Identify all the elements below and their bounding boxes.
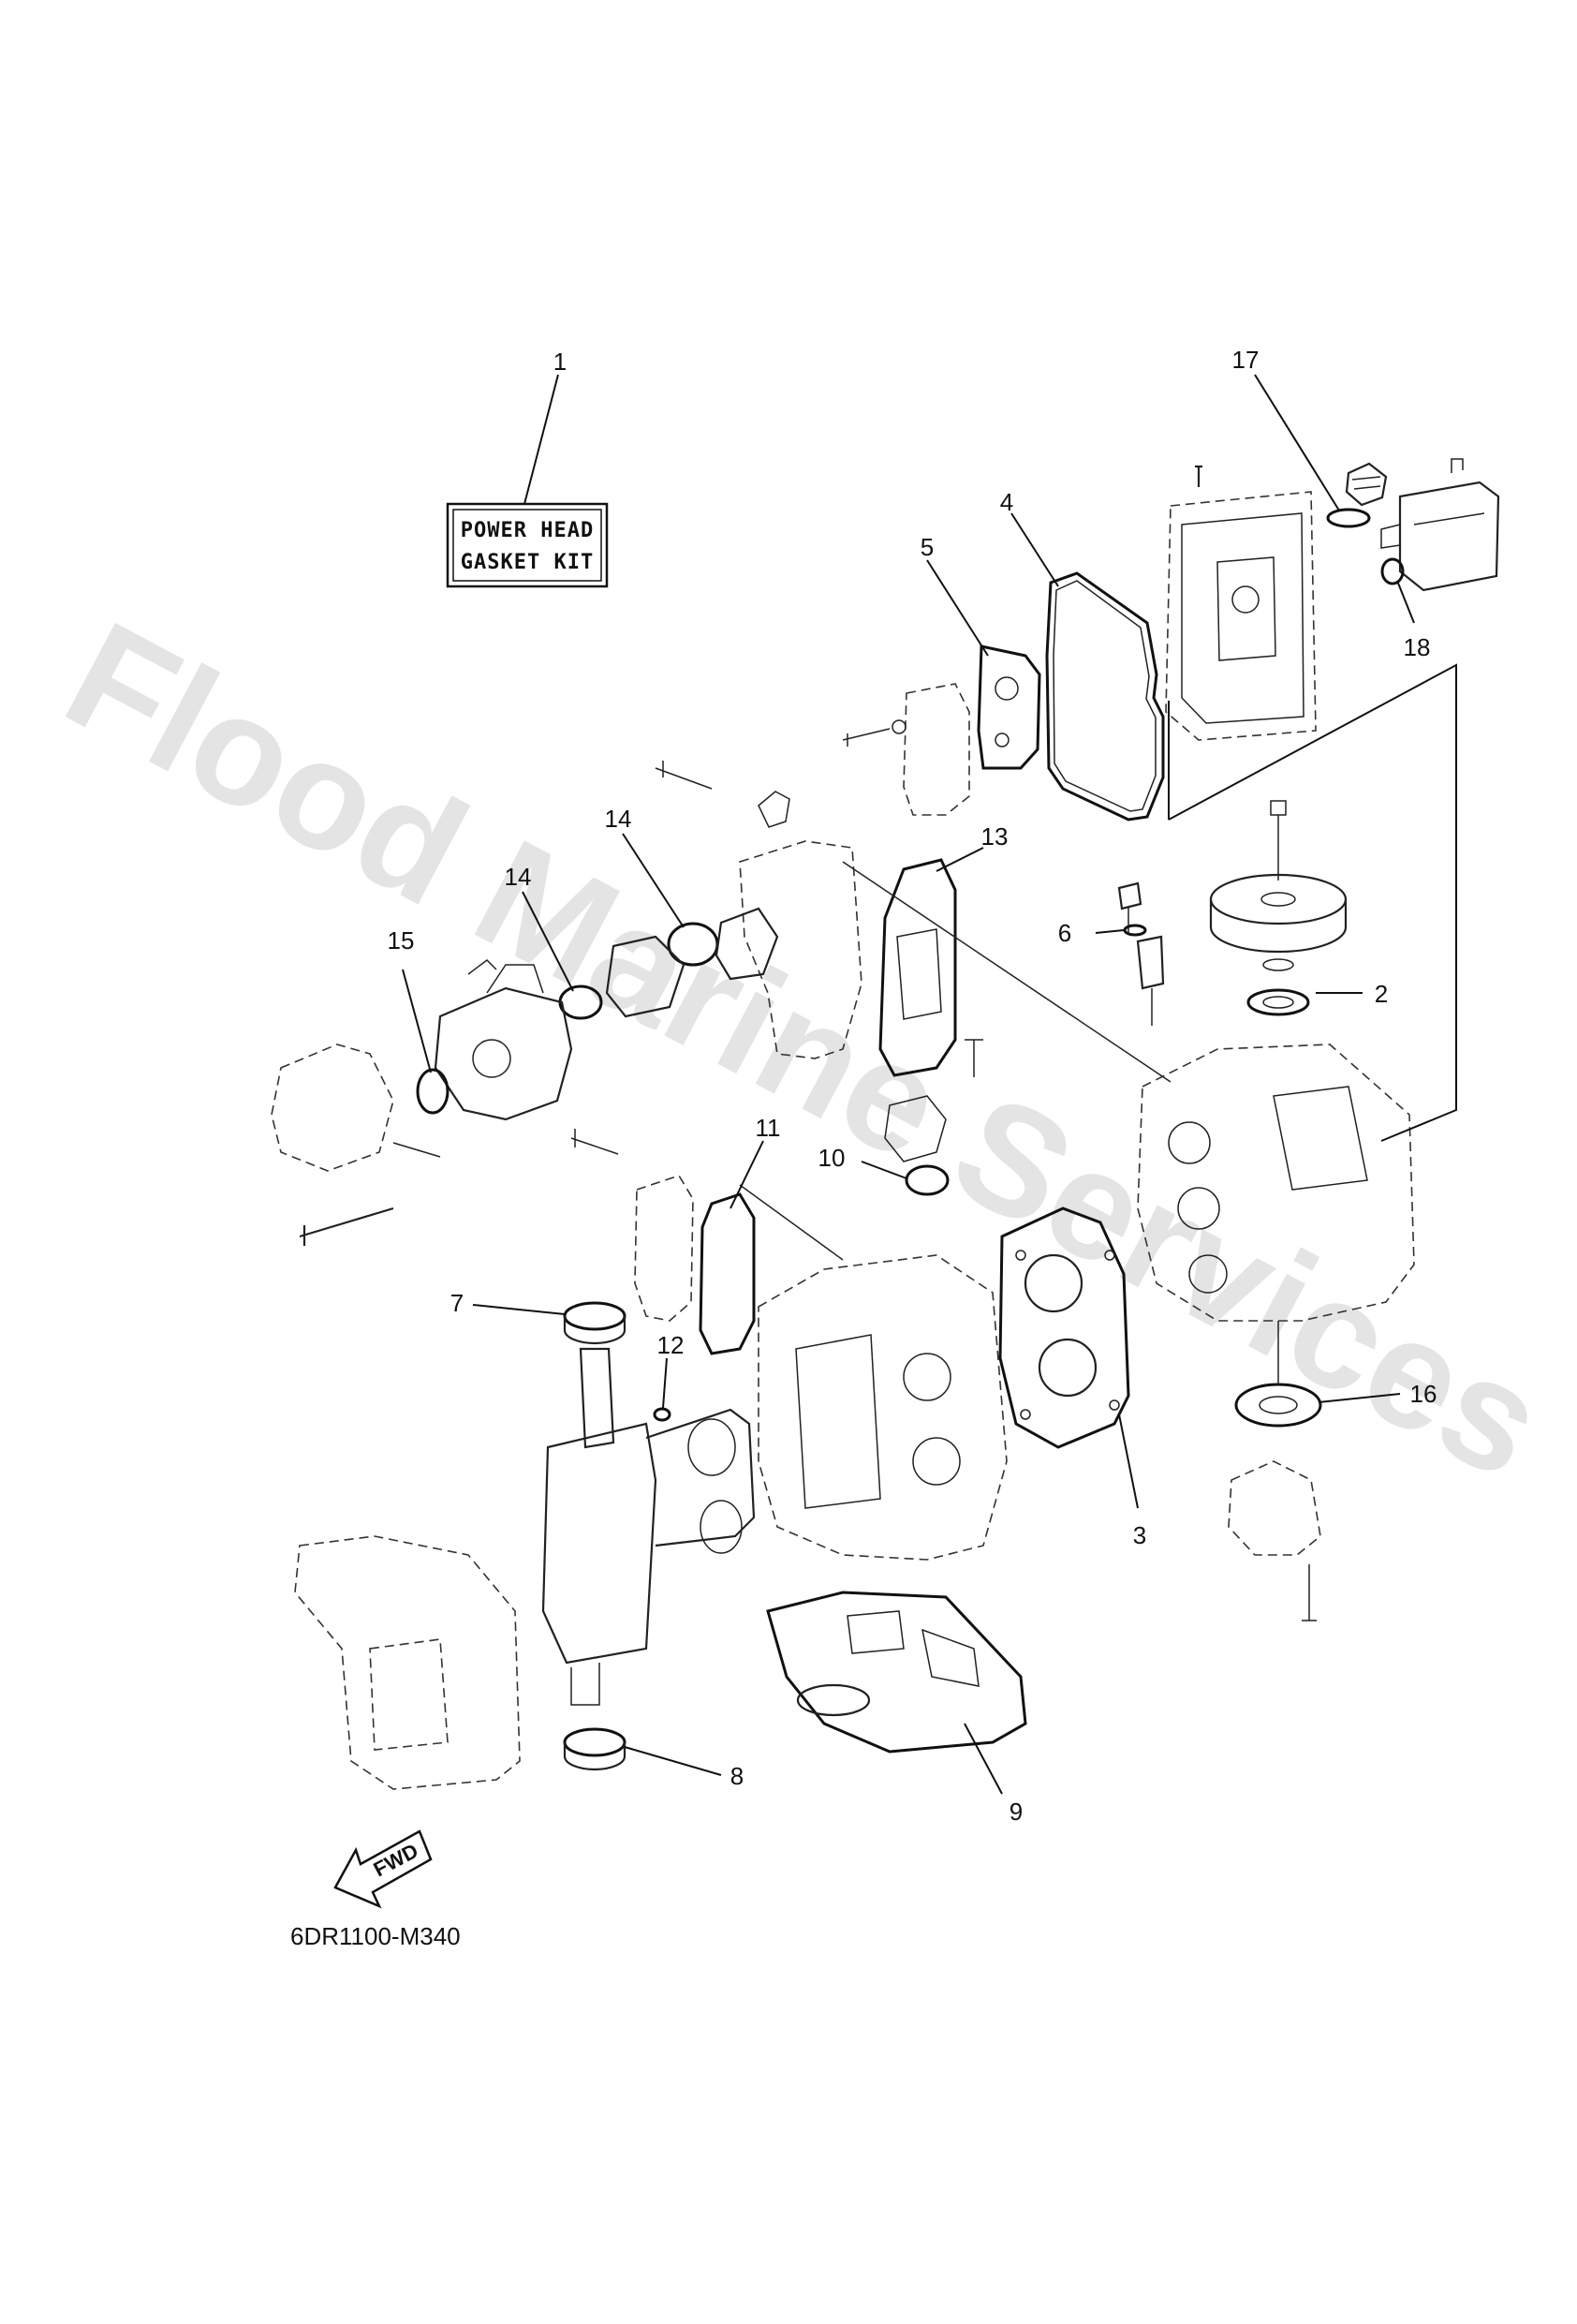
callout-14b: 14 [505, 863, 532, 891]
crankshaft-assembly [541, 1347, 756, 1706]
o-ring-12 [653, 1407, 671, 1422]
fwd-arrow: FWD [333, 1829, 433, 1909]
callout-5: 5 [921, 533, 934, 561]
cylinder-head [1137, 1044, 1415, 1322]
o-ring-15 [416, 1068, 450, 1115]
thermostat-cover [884, 1095, 947, 1162]
callout-8: 8 [730, 1762, 744, 1790]
callout-6: 6 [1058, 919, 1071, 947]
gasket-10 [905, 1164, 950, 1196]
leader-lines [402, 374, 1415, 1795]
oil-seal-7 [563, 1301, 626, 1345]
callout-14a: 14 [605, 805, 632, 833]
o-ring-6 [1123, 924, 1147, 937]
crankcase [294, 1535, 521, 1790]
oil-seal-8 [563, 1727, 626, 1771]
callout-15: 15 [388, 926, 415, 955]
figure-code: 6DR1100-M340 [290, 1922, 461, 1950]
callout-12: 12 [657, 1331, 685, 1359]
cylinder-block [758, 1254, 1008, 1561]
callout-1: 1 [553, 348, 567, 376]
callout-3: 3 [1133, 1521, 1146, 1549]
head-cover-gasket-4 [1045, 571, 1165, 822]
exhaust-cover [739, 840, 862, 1059]
kit-label-line2: GASKET KIT [461, 551, 594, 574]
intake-silencer [271, 1044, 394, 1172]
callout-18: 18 [1404, 633, 1431, 661]
callout-2: 2 [1375, 980, 1388, 1008]
thermostat [1117, 881, 1165, 1026]
long-bolt [299, 1206, 394, 1246]
exhaust-gasket-11 [699, 1192, 756, 1355]
callout-9: 9 [1010, 1798, 1023, 1826]
cylinder-head-cover [1165, 465, 1317, 741]
breather-plate [903, 683, 970, 816]
cylinder-head-gasket-3 [998, 1206, 1130, 1449]
callout-17: 17 [1232, 346, 1260, 374]
fuel-pump [1380, 458, 1500, 592]
callout-labels: 1 2 3 4 5 6 7 8 9 10 11 12 13 14 14 15 1… [388, 346, 1437, 1826]
o-ring-18 [1380, 557, 1405, 585]
oil-filler-cap [1345, 462, 1388, 507]
callout-16: 16 [1410, 1380, 1437, 1408]
callout-4: 4 [1000, 488, 1013, 516]
breather-plate-gasket-5 [977, 644, 1041, 770]
camshaft-pulley [1209, 800, 1348, 971]
callout-7: 7 [450, 1289, 464, 1317]
callout-10: 10 [818, 1144, 846, 1172]
power-head-gasket-kit-label: POWER HEAD GASKET KIT [446, 502, 609, 588]
kit-label-line1: POWER HEAD [461, 519, 594, 542]
bolt [842, 719, 906, 747]
oil-seal-2 [1246, 988, 1310, 1016]
callout-11: 11 [756, 1114, 781, 1142]
oil-pump [1228, 1460, 1321, 1556]
exhaust-cover-gasket-13 [878, 858, 957, 1077]
o-ring-17 [1326, 508, 1371, 528]
intake-manifold [605, 935, 685, 1018]
callout-13: 13 [981, 822, 1009, 851]
exhaust-manifold-gasket-9 [766, 1591, 1027, 1754]
